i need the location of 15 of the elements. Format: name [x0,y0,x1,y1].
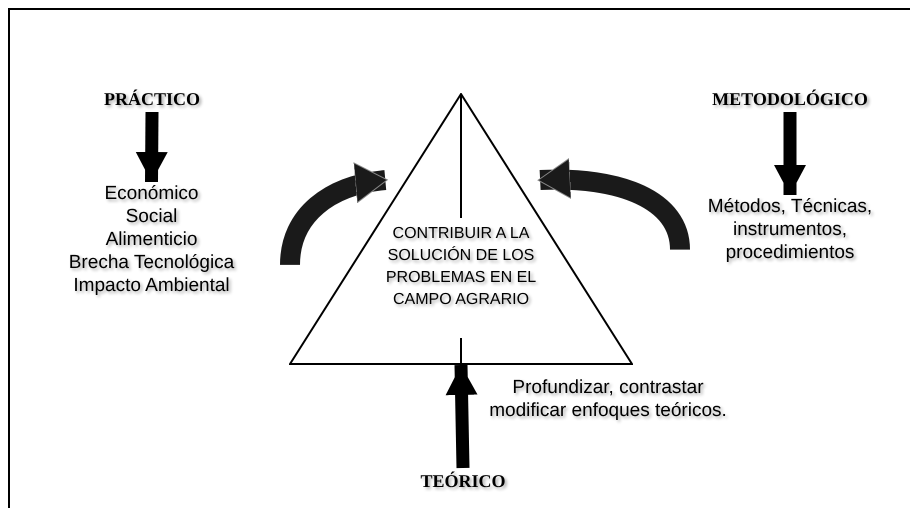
description-text: Impacto Ambiental [73,274,230,297]
category-heading: PRÁCTICO [104,88,200,111]
description-text: Brecha Tecnológica [68,251,234,274]
arrow [774,112,806,195]
center-text: CONTRIBUIR A LA SOLUCIÓN DE LOS PROBLEMAS EN EL CAMPO AGRARIO [384,224,538,310]
category-heading: METODOLÓGICO [712,88,868,111]
arrow [136,112,168,182]
category-heading: TEÓRICO [420,470,506,493]
description-text: Social [126,205,178,228]
description-text: Profundizar, contrastar modificar enfoques teóricos. [488,376,728,422]
description-text: Económico [104,182,198,205]
arrow [446,364,478,468]
curved-arrow [280,164,388,266]
description-text: Alimenticio [106,228,198,251]
description-text: Métodos, Técnicas, instrumentos, procedimientos [706,195,874,264]
